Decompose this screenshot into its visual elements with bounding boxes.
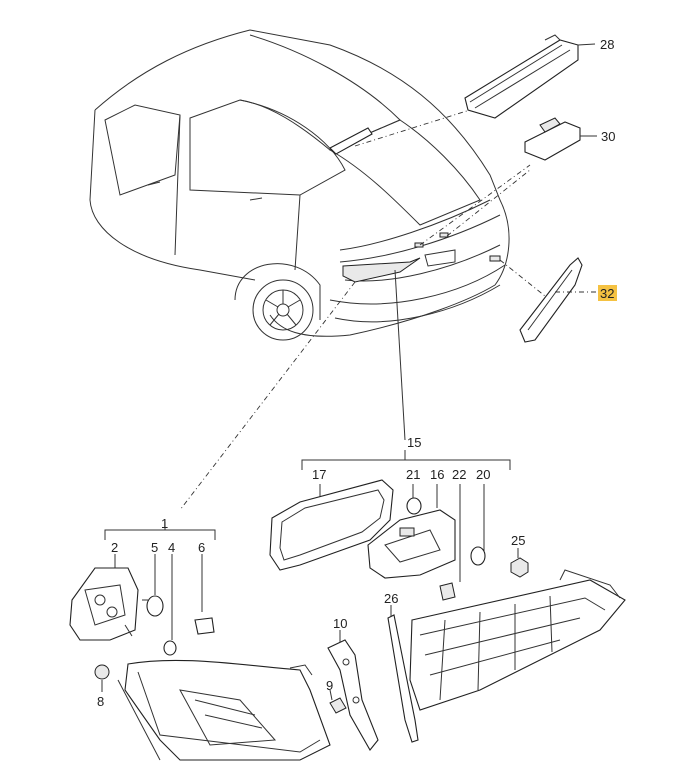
callout-28: 28 [600,37,614,52]
callout-9: 9 [326,678,333,693]
inner-tail-light [409,569,626,711]
rear-reflector [519,257,598,343]
seal-strip [387,605,419,743]
callout-1: 1 [161,516,168,531]
inner-bulb-carrier [367,509,456,579]
callout-32: 32 [600,286,614,301]
bulb-icon [406,497,422,515]
callout-16: 16 [430,467,444,482]
leader-lines [179,109,551,511]
third-brake-light [464,34,596,119]
callout-4: 4 [168,540,175,555]
callout-20: 20 [476,467,490,482]
callout-26: 26 [384,591,398,606]
bulb-icon [470,546,486,566]
bulb-icon [439,582,456,601]
callout-2: 2 [111,540,118,555]
callout-17: 17 [312,467,326,482]
callout-6: 6 [198,540,205,555]
callout-30: 30 [601,129,615,144]
bulb-icon [142,595,164,617]
mounting-bracket [327,630,379,751]
screw-icon [329,689,347,714]
nut [510,548,529,578]
callout-25: 25 [511,533,525,548]
car-outline [89,29,510,341]
bulb-icon [194,617,215,635]
part-callouts: 28 30 32 15 17 21 16 22 20 25 1 2 5 4 6 … [97,37,617,709]
bulb-carrier [69,567,139,641]
outer-tail-light [117,659,331,761]
callout-15: 15 [407,435,421,450]
callout-10: 10 [333,616,347,631]
callout-5: 5 [151,540,158,555]
callout-21: 21 [406,467,420,482]
group-15-bracket [301,450,511,582]
gasket [269,479,394,571]
callout-8: 8 [97,694,104,709]
license-plate-light [524,117,597,161]
callout-32-highlight [598,285,617,301]
group-1-bracket [104,522,216,640]
grommet [94,664,110,692]
callout-22: 22 [452,467,466,482]
bulb-icon [163,640,177,656]
